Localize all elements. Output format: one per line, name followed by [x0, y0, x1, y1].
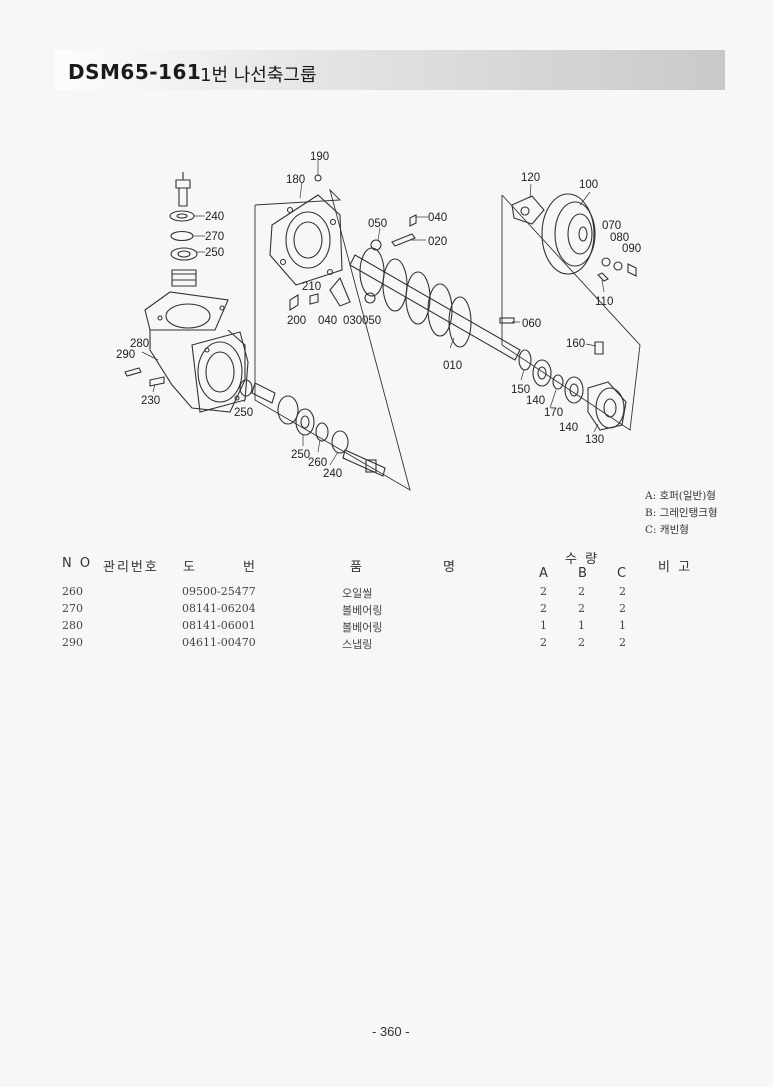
header-remarks: 비 고: [658, 560, 693, 575]
row-qty-b: 2: [578, 636, 585, 649]
callout-040: 040: [428, 212, 447, 224]
callout-280: 280: [130, 338, 149, 350]
callout-160: 160: [566, 338, 585, 350]
callout-130: 130: [585, 434, 604, 446]
row-qty-c: 2: [619, 585, 626, 598]
row-qty-c: 2: [619, 636, 626, 649]
row-qty-a: 2: [540, 636, 547, 649]
callout-250: 250: [205, 247, 224, 259]
callout-090: 090: [622, 243, 641, 255]
auger-hardware: [289, 214, 417, 311]
callout-120: 120: [521, 172, 540, 184]
callout-030: 030: [343, 315, 362, 327]
callout-050: 050: [362, 315, 381, 327]
row-part-name: 볼베어링: [342, 621, 383, 634]
callout-140: 140: [559, 422, 578, 434]
row-part-name: 스냅링: [342, 638, 373, 651]
row-qty-a: 2: [540, 585, 547, 598]
callout-060: 060: [522, 318, 541, 330]
leader-lines: [141, 160, 605, 466]
page-code: DSM65-161: [68, 60, 202, 84]
legend-type-c: C: 캐빈형: [645, 524, 689, 536]
row-drawing-number: 04611-00470: [182, 636, 256, 649]
callout-240: 240: [205, 211, 224, 223]
legend-type-a: A: 호퍼(일반)형: [645, 490, 716, 502]
callout-250: 250: [291, 449, 310, 461]
header-qty-c: C: [617, 566, 627, 581]
right-bearing-stack: [518, 341, 627, 431]
header-no: N O: [62, 556, 93, 571]
callout-180: 180: [286, 174, 305, 186]
callout-190: 190: [310, 151, 329, 163]
callout-140: 140: [526, 395, 545, 407]
row-qty-a: 2: [540, 602, 547, 615]
callout-100: 100: [579, 179, 598, 191]
assembly-outline-middle: [254, 188, 411, 491]
callout-250: 250: [234, 407, 253, 419]
row-part-name: 오일씰: [342, 587, 373, 600]
auger-shaft: [349, 247, 521, 361]
header-drawing-1: 도: [183, 560, 197, 575]
row-qty-c: 2: [619, 602, 626, 615]
callout-080: 080: [610, 232, 629, 244]
callout-210: 210: [302, 281, 321, 293]
row-part-name: 볼베어링: [342, 604, 383, 617]
top-shaft-parts: [169, 172, 198, 287]
callout-290: 290: [116, 349, 135, 361]
callout-070: 070: [602, 220, 621, 232]
row-qty-b: 2: [578, 602, 585, 615]
row-no: 280: [62, 619, 83, 632]
callout-020: 020: [428, 236, 447, 248]
row-qty-a: 1: [540, 619, 547, 632]
header-band: [55, 50, 725, 90]
row-drawing-number: 08141-06204: [182, 602, 256, 615]
callout-230: 230: [141, 395, 160, 407]
row-drawing-number: 09500-25477: [182, 585, 256, 598]
callout-150: 150: [511, 384, 530, 396]
mounting-flange: [269, 174, 343, 286]
assembly-outline-right: [501, 194, 641, 431]
gear-housing: [144, 291, 249, 413]
row-qty-c: 1: [619, 619, 626, 632]
row-qty-b: 2: [578, 585, 585, 598]
callout-050: 050: [368, 218, 387, 230]
header-management-number: 관리번호: [103, 560, 159, 575]
callout-240: 240: [323, 468, 342, 480]
header-qty-b: B: [578, 566, 587, 581]
row-qty-b: 1: [578, 619, 585, 632]
page-number: - 360 -: [372, 1024, 410, 1039]
legend-type-b: B: 그레인탱크형: [645, 507, 718, 519]
callout-260: 260: [308, 457, 327, 469]
callout-270: 270: [205, 231, 224, 243]
header-quantity: 수 량: [565, 552, 600, 567]
row-no: 270: [62, 602, 83, 615]
header-part-name-2: 명: [443, 560, 457, 575]
callout-110: 110: [595, 296, 613, 308]
callout-010: 010: [443, 360, 462, 372]
callout-200: 200: [287, 315, 306, 327]
callout-040: 040: [318, 315, 337, 327]
page-title: 1번 나선축그룹: [200, 65, 317, 86]
header-qty-a: A: [539, 566, 548, 581]
header-part-name-1: 품: [350, 560, 364, 575]
pulley-assembly: [511, 193, 637, 282]
row-no: 290: [62, 636, 83, 649]
header-drawing-2: 번: [243, 560, 257, 575]
row-no: 260: [62, 585, 83, 598]
callout-170: 170: [544, 407, 563, 419]
row-drawing-number: 08141-06001: [182, 619, 256, 632]
